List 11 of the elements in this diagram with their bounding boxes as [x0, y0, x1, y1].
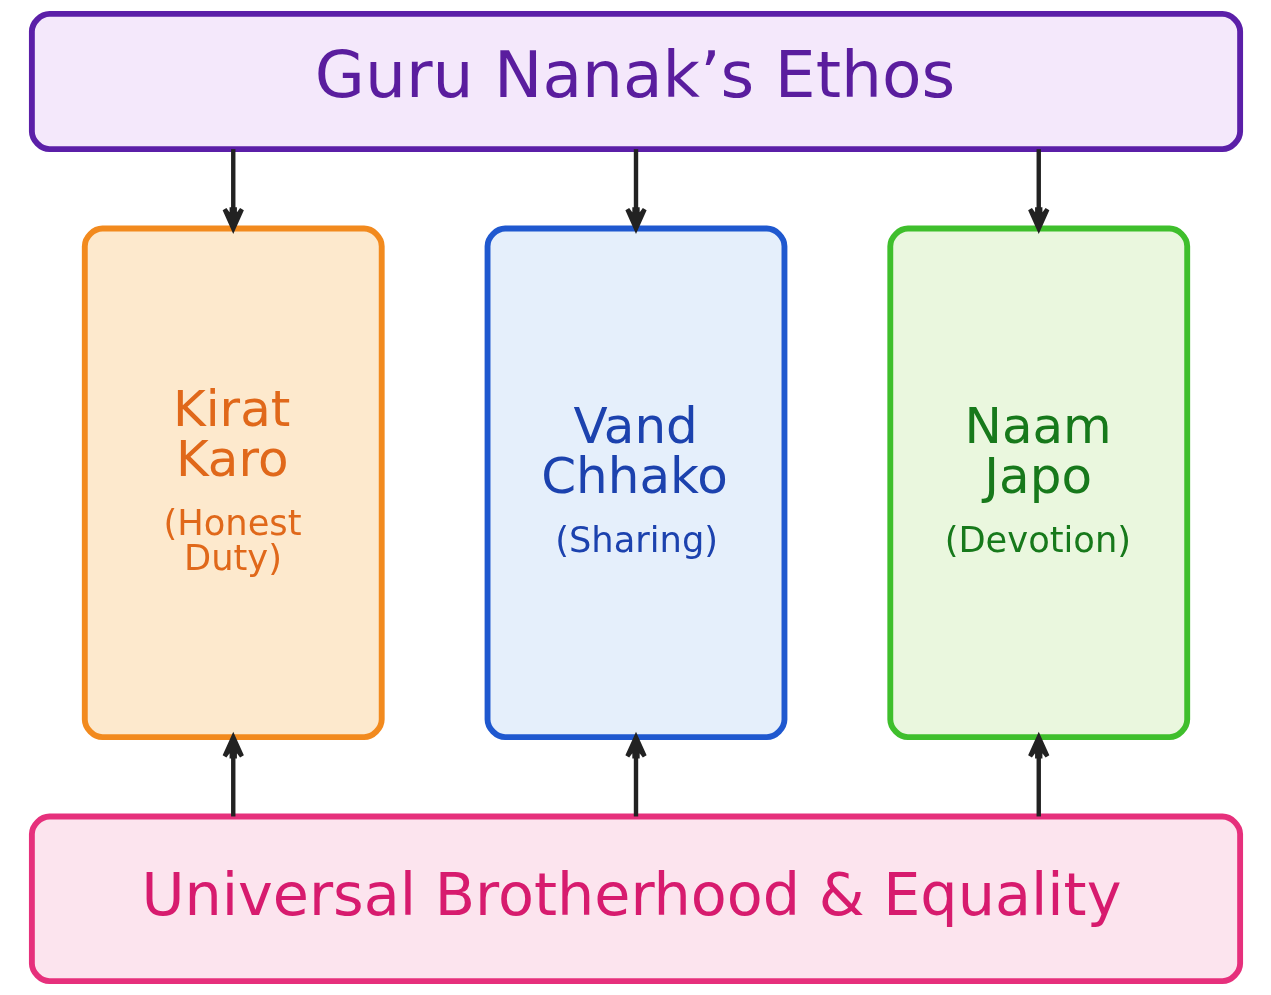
node-box: Vand Chhako (Sharing): [484, 225, 787, 741]
node-box: Guru Nanak’s Ethos: [28, 10, 1243, 153]
arrow: [624, 149, 647, 231]
node-box: Universal Brotherhood & Equality: [28, 813, 1243, 985]
arrow: [221, 149, 244, 231]
arrow: [1027, 734, 1050, 817]
node-box: Naam Japo (Devotion): [886, 225, 1190, 741]
arrow: [624, 734, 647, 817]
node-box: Kirat Karo (Honest Duty): [81, 225, 385, 741]
arrow: [221, 734, 244, 817]
arrow: [1027, 149, 1050, 231]
